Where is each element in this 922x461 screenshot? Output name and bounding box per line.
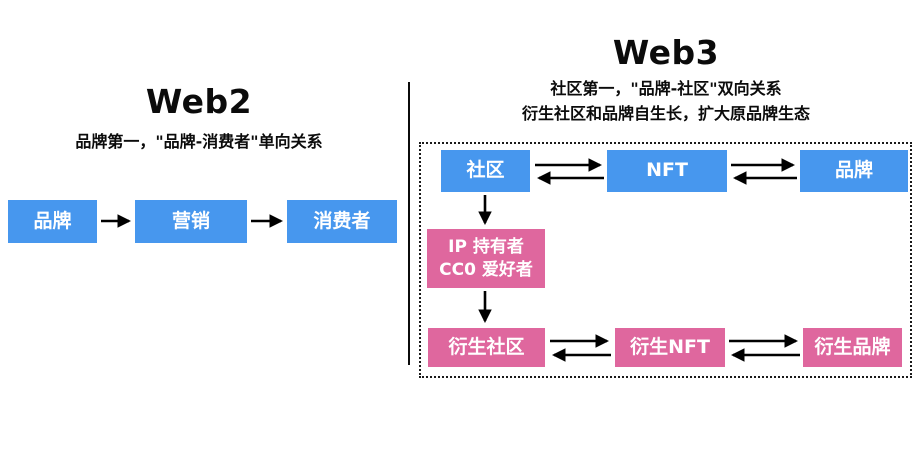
web3-node-derivative-brand-label: 衍生品牌 [814, 335, 891, 358]
web3-node-brand-label: 品牌 [834, 159, 873, 182]
web2-node-consumer: 消费者 [287, 200, 397, 243]
web3-node-ip-holders: IP 持有者 CC0 爱好者 [427, 229, 545, 288]
web2-node-brand-label: 品牌 [33, 209, 72, 232]
web3-node-derivative-community-label: 衍生社区 [448, 335, 525, 358]
web2-title: Web2 [145, 82, 253, 121]
web3-node-community: 社区 [441, 150, 530, 192]
web3-subtitle-line1: 社区第一，"品牌-社区"双向关系 [550, 79, 782, 98]
web2-header: Web2 品牌第一，"品牌-消费者"单向关系 [10, 82, 388, 154]
web3-node-brand: 品牌 [800, 150, 908, 192]
web3-node-ip-holders-line1: IP 持有者 [448, 236, 524, 257]
web2-node-consumer-label: 消费者 [313, 209, 371, 232]
web3-header: Web3 社区第一，"品牌-社区"双向关系 衍生社区和品牌自生长，扩大原品牌生态 [420, 33, 912, 126]
web3-node-ip-holders-line2: CC0 爱好者 [439, 259, 533, 280]
web3-node-nft-label: NFT [646, 159, 688, 182]
web3-node-community-label: 社区 [466, 159, 505, 182]
web2-subtitle: 品牌第一，"品牌-消费者"单向关系 [75, 132, 323, 151]
web3-node-derivative-nft: 衍生NFT [615, 328, 725, 367]
web3-subtitle-line2: 衍生社区和品牌自生长，扩大原品牌生态 [521, 104, 810, 123]
web3-node-nft: NFT [607, 150, 727, 192]
web2-node-marketing-label: 营销 [171, 209, 210, 232]
web2-node-brand: 品牌 [8, 200, 97, 243]
web3-title: Web3 [612, 33, 720, 72]
web2-node-marketing: 营销 [135, 200, 247, 243]
web3-node-derivative-community: 衍生社区 [428, 328, 545, 367]
web3-node-derivative-brand: 衍生品牌 [803, 328, 902, 367]
web3-ecosystem-frame [419, 142, 912, 378]
section-divider-line [408, 82, 410, 365]
web3-node-derivative-nft-label: 衍生NFT [630, 335, 710, 358]
